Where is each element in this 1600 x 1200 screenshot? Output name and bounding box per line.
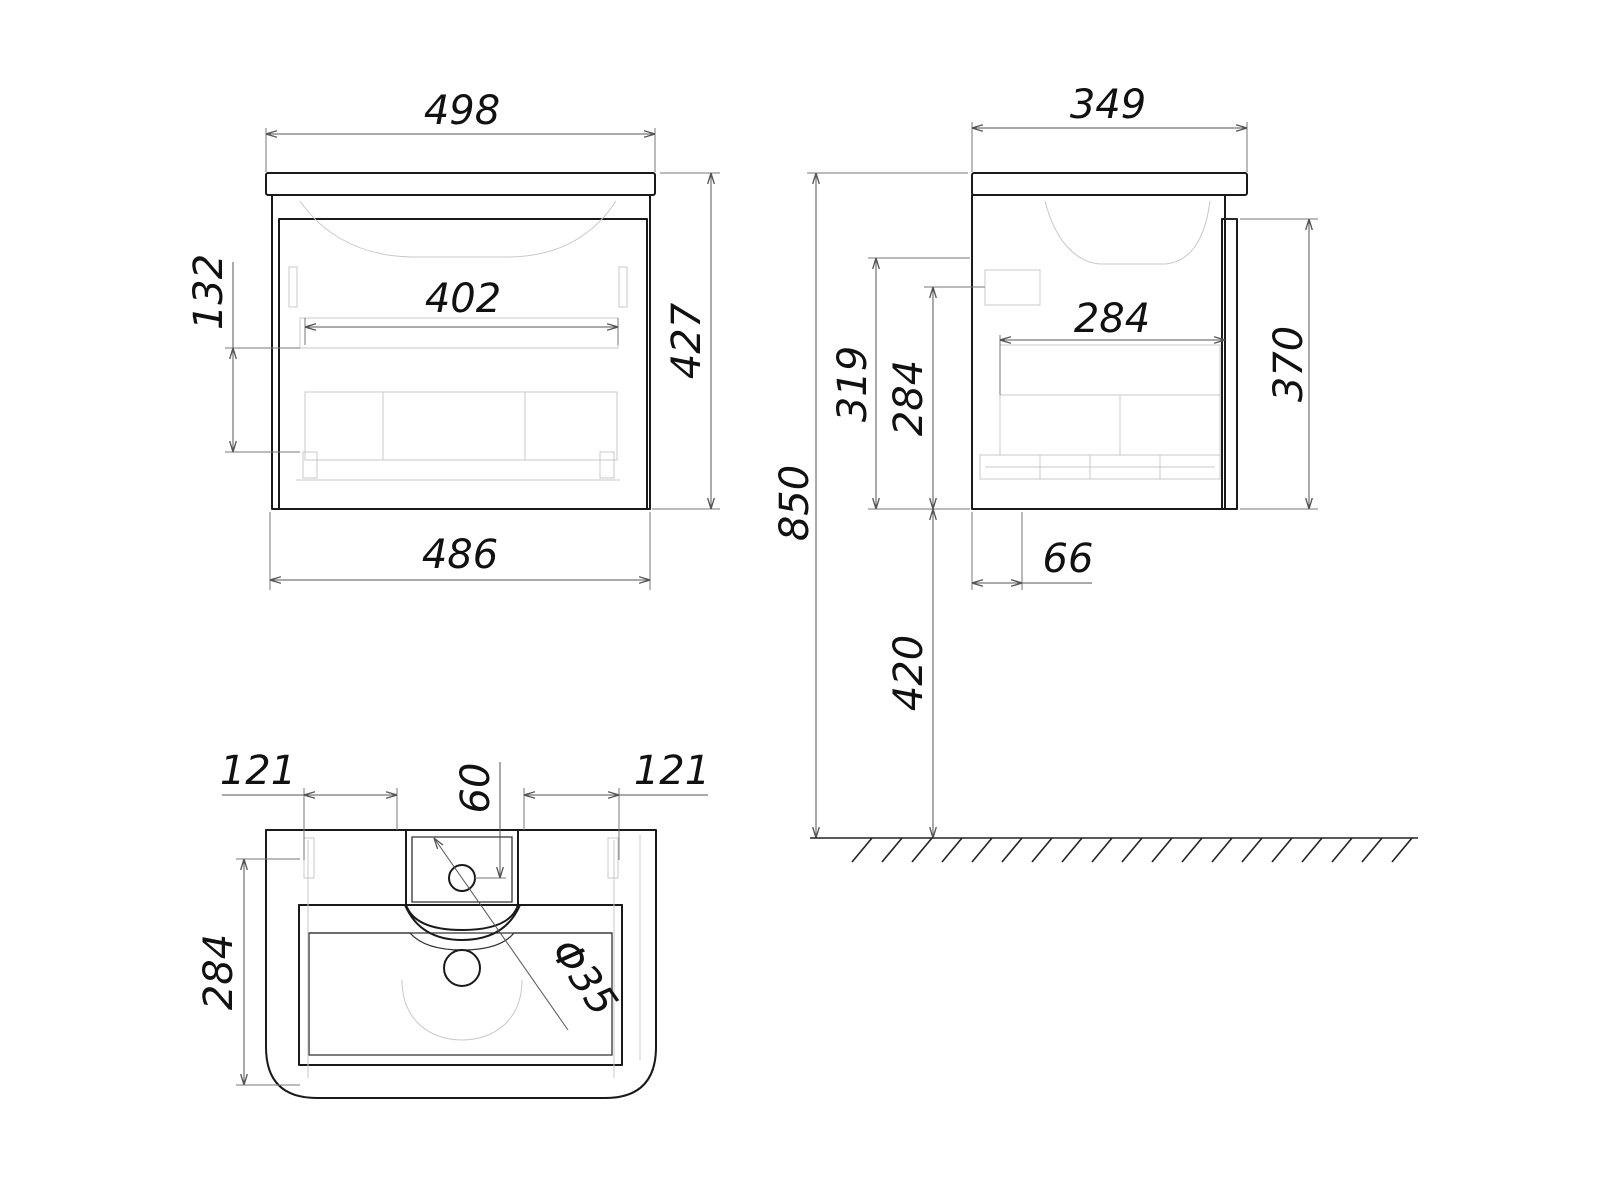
floor-hatch-mark [1031, 837, 1053, 863]
floor-hatch-mark [1001, 837, 1023, 863]
floor-hatch-mark [1361, 837, 1383, 863]
dim-side-door-height: 370 [1266, 326, 1312, 402]
dim-top-right-offset: 121 [634, 748, 710, 794]
front-dimensions: 498 486 402 427 132 [186, 88, 720, 590]
dim-top-left-offset: 121 [220, 748, 296, 794]
floor-hatch-mark [1061, 837, 1083, 863]
dim-front-side: 132 [186, 254, 232, 330]
dim-top-basin-depth: 284 [196, 934, 242, 1010]
dim-total-height: 850 [772, 465, 818, 541]
floor-hatch-mark [911, 837, 933, 863]
mounting-dimensions: 850 420 [772, 172, 968, 838]
floor-hatch-mark [971, 837, 993, 863]
floor-hatch-mark [1211, 837, 1233, 863]
floor-hatch-mark [1091, 837, 1113, 863]
dim-line-diameter [434, 838, 569, 1031]
front-view [265, 172, 656, 510]
dim-top-tap-offset: 60 [453, 763, 499, 814]
side-view [971, 172, 1248, 510]
floor-hatch-mark [1271, 837, 1293, 863]
dim-front-height: 427 [664, 302, 710, 379]
floor-hatch-mark [1181, 837, 1203, 863]
floor-hatch-mark [881, 837, 903, 863]
floor-hatch-mark [1121, 837, 1143, 863]
top-dimensions: 121 121 60 Φ35 284 [196, 748, 710, 1086]
side-dimensions: 349 284 66 319 284 370 [830, 82, 1318, 590]
dim-floor-clearance: 420 [886, 635, 932, 711]
dim-side-depth: 349 [1070, 82, 1146, 128]
floor-hatch-mark [851, 837, 873, 863]
floor-hatch-mark [941, 837, 963, 863]
dim-front-width-bottom: 486 [422, 532, 498, 578]
floor-line [810, 837, 1418, 863]
floor-hatch-mark [1241, 837, 1263, 863]
dim-side-319: 319 [830, 346, 876, 422]
floor-hatch-mark [1331, 837, 1353, 863]
dim-side-284: 284 [886, 360, 932, 436]
dim-front-width-top: 498 [424, 88, 500, 134]
floor-hatch-mark [1301, 837, 1323, 863]
dim-side-bottom-offset: 66 [1043, 536, 1094, 582]
top-view [265, 829, 657, 1099]
dim-side-inner-depth: 284 [1074, 296, 1150, 342]
dim-front-inner-width: 402 [425, 276, 501, 322]
floor-hatch-mark [1391, 837, 1413, 863]
floor-hatch-mark [1151, 837, 1173, 863]
